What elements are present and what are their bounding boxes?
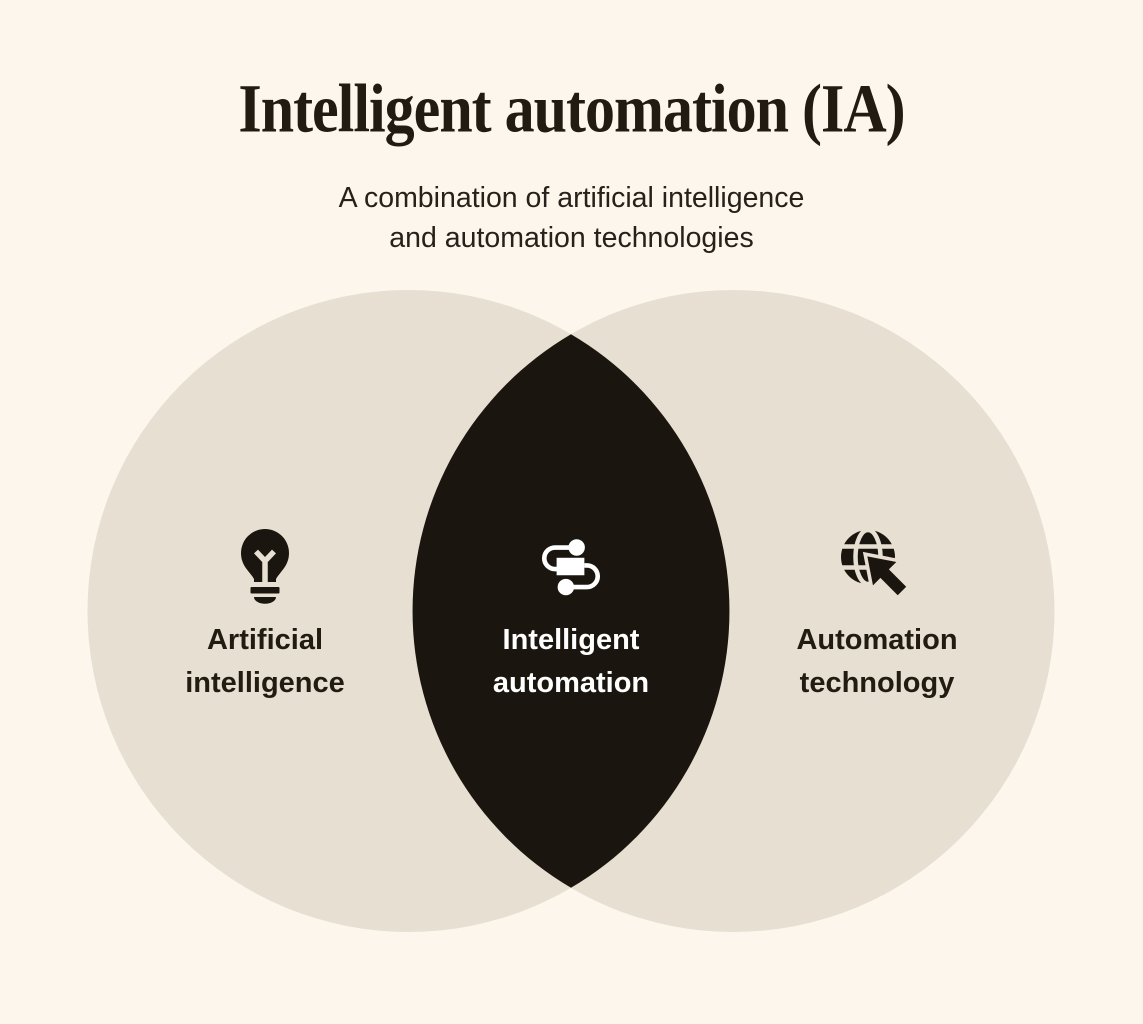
lightbulb-icon bbox=[239, 527, 291, 605]
subtitle-line-1: A combination of artificial intelligence bbox=[338, 182, 805, 214]
venn-left-group: Artificial intelligence bbox=[125, 527, 405, 705]
subtitle-line-2: and automation technologies bbox=[389, 222, 754, 254]
label-artificial-intelligence: Artificial intelligence bbox=[185, 624, 345, 699]
venn-right-group: Automation technology bbox=[737, 527, 1017, 705]
workflow-automation-icon bbox=[534, 527, 608, 605]
header: Intelligent automation (IA) A combinatio… bbox=[0, 72, 1143, 258]
venn-center-group: Intelligent automation bbox=[431, 527, 711, 705]
overlap-lens bbox=[412, 334, 730, 888]
label-intelligent-automation: Intelligent automation bbox=[492, 624, 650, 699]
globe-cursor-icon bbox=[838, 527, 916, 605]
page-title: Intelligent automation (IA) bbox=[238, 70, 905, 147]
label-automation-technology: Automation technology bbox=[796, 624, 958, 699]
page-subtitle: A combination of artificial intelligence… bbox=[0, 178, 1143, 258]
